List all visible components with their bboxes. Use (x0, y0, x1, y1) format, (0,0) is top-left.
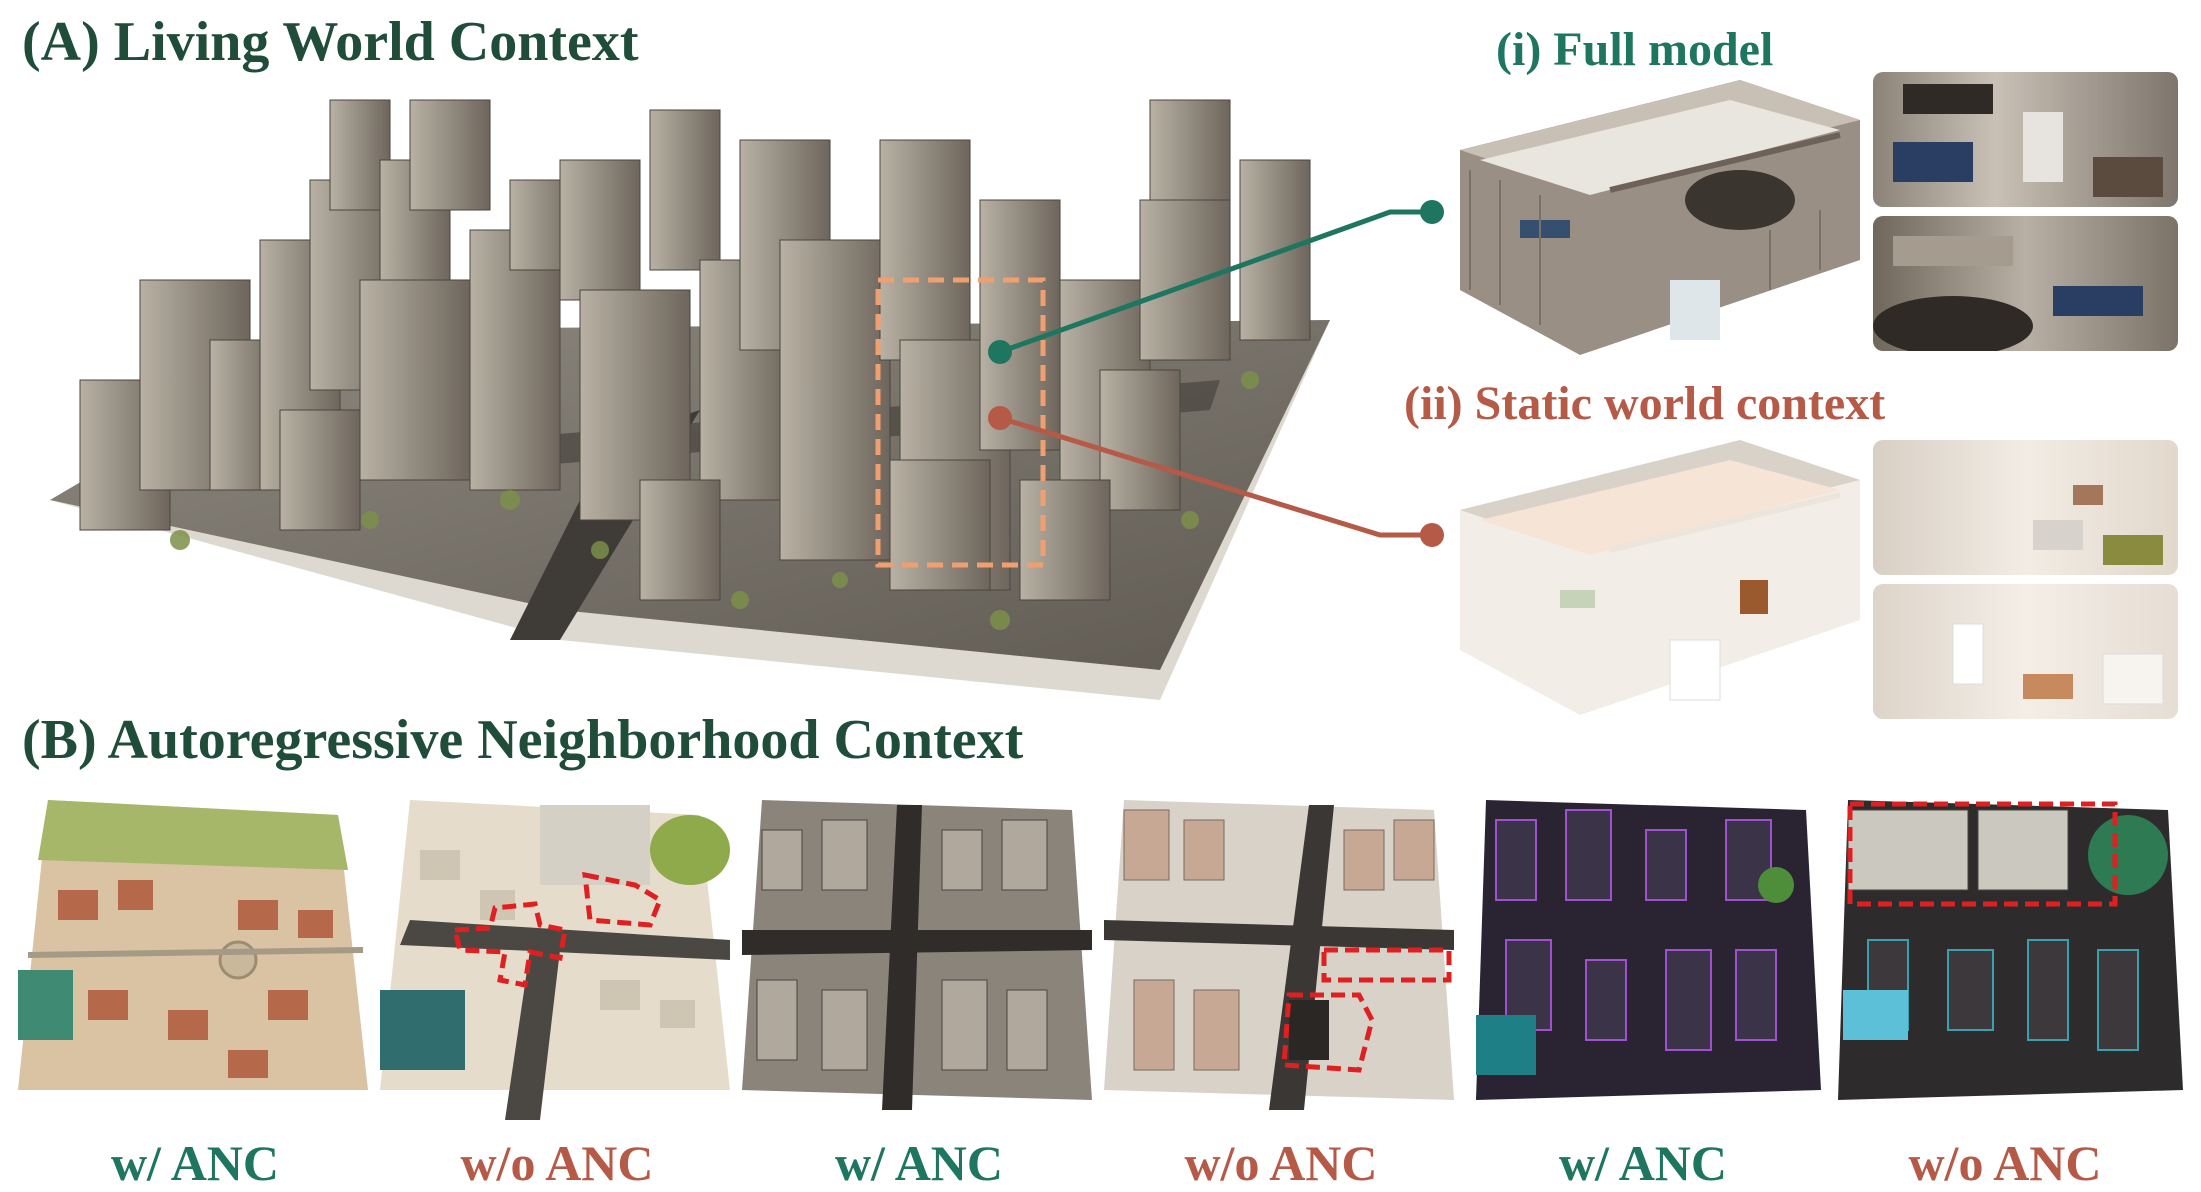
anc-caption-3: w/ ANC (834, 1135, 1004, 1191)
anc-panel-2 (380, 800, 730, 1120)
anc-panel-4-highlight (1281, 992, 1375, 1073)
static-context-render-1 (1873, 440, 2178, 575)
anc-panel-5 (1476, 800, 1821, 1100)
city-trees (170, 371, 1259, 630)
anc-caption-5: w/ ANC (1558, 1135, 1728, 1191)
anc-panel-6 (1838, 800, 2183, 1100)
anc-panel-6-highlight (1847, 801, 2118, 907)
full-model-render-2 (1873, 216, 2178, 351)
full-model-connector (999, 209, 1432, 355)
static-context-connector (999, 415, 1432, 538)
selected-building-box (875, 277, 1046, 568)
anc-caption-2: w/o ANC (460, 1135, 654, 1191)
anc-panel-4 (1104, 800, 1454, 1110)
full-model-room (1460, 80, 1860, 355)
static-context-label: (ii) Static world context (1404, 377, 1886, 430)
anc-caption-1: w/ ANC (110, 1135, 280, 1191)
full-model-label: (i) Full model (1496, 23, 1774, 76)
anc-panel-3 (742, 800, 1092, 1110)
static-context-render-2 (1873, 584, 2178, 719)
anc-panel-1 (18, 800, 368, 1090)
section-b-title: (B) Autoregressive Neighborhood Context (22, 709, 1024, 771)
anc-panel-2-highlight (582, 871, 664, 928)
anc-caption-6: w/o ANC (1908, 1135, 2102, 1191)
static-context-room (1460, 440, 1860, 715)
anc-panel-4-highlight (1321, 947, 1452, 983)
full-model-render-1 (1873, 72, 2178, 207)
anc-panel-2-highlight (451, 901, 568, 988)
city-buildings (79, 99, 1311, 601)
anc-caption-4: w/o ANC (1184, 1135, 1378, 1191)
section-a-title: (A) Living World Context (22, 11, 639, 73)
